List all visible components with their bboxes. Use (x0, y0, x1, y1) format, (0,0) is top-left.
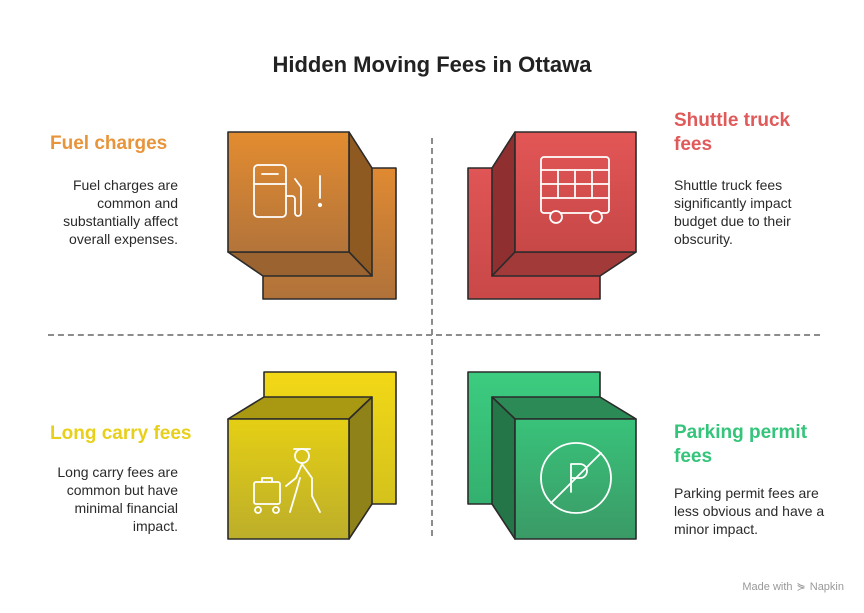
parking-heading: Parking permit fees (674, 422, 808, 467)
shuttle-block (467, 131, 637, 300)
vertical-divider (431, 138, 433, 536)
porter-luggage-icon (253, 448, 321, 514)
brand-name: Napkin (809, 580, 844, 593)
horizontal-divider (48, 334, 820, 336)
shuttle-heading: Shuttle truck fees (674, 110, 791, 155)
napkin-logo-icon: ⋟ (796, 581, 806, 593)
fuel-block (227, 131, 397, 300)
carry-description: Long carry fees are common but have mini… (57, 464, 178, 534)
fuel-pump-icon (253, 164, 323, 218)
page-title: Hidden Moving Fees in Ottawa (272, 52, 592, 77)
parking-block (467, 371, 637, 540)
shuttle-description: Shuttle truck fees significantly impact … (674, 177, 792, 247)
carry-block (227, 371, 397, 540)
made-with-label: Made with (742, 580, 793, 593)
footer-credit[interactable]: Made with ⋟ Napkin (742, 580, 844, 594)
fuel-heading: Fuel charges (50, 133, 168, 154)
parking-description: Parking permit fees are less obvious and… (674, 485, 825, 537)
fuel-description: Fuel charges are common and substantiall… (63, 177, 178, 247)
no-parking-icon (540, 442, 612, 514)
carry-heading: Long carry fees (50, 423, 192, 444)
shuttle-bus-icon (540, 156, 610, 224)
